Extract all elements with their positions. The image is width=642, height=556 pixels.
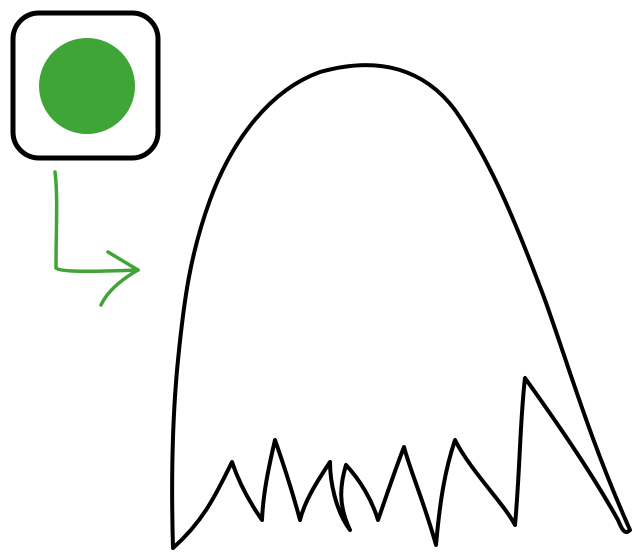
curved-arrow-icon — [55, 172, 138, 305]
arrow-shaft — [55, 172, 138, 271]
ghost-shaped-outline — [172, 65, 630, 548]
arrow-head-upper — [108, 252, 138, 270]
arrow-head-lower — [101, 270, 138, 305]
green-circle-icon — [39, 38, 135, 134]
status-indicator-box — [13, 13, 158, 158]
